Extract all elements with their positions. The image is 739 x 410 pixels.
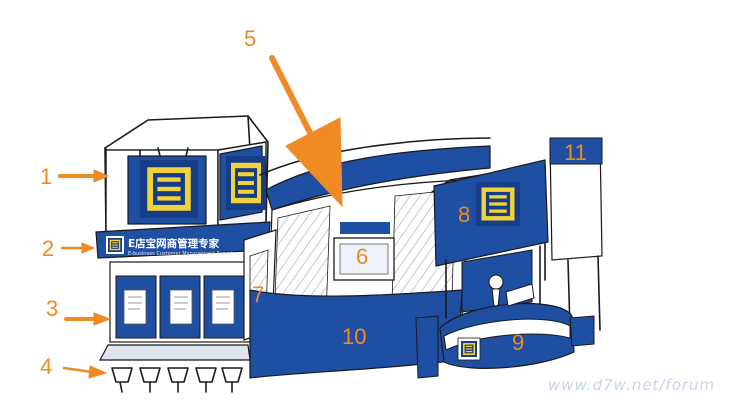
callout-6: 6 (356, 244, 368, 269)
banner-subtitle: E-business Customer Management Expert (128, 251, 233, 257)
logo-panel-side (219, 145, 266, 221)
stools (99, 344, 251, 393)
right-structure (415, 137, 603, 379)
brand-banner: E店宝网商管理专家 E-business Customer Management… (95, 221, 271, 259)
arrow-icon (285, 117, 343, 208)
arrow-icon (88, 365, 108, 379)
e-logo-icon (476, 182, 520, 226)
logo-panel-front (127, 155, 207, 225)
callout-2: 2 (42, 236, 54, 261)
callout-arrows (58, 55, 343, 379)
callout-10: 10 (342, 324, 366, 349)
callout-5: 5 (244, 26, 256, 51)
callout-11: 11 (564, 140, 587, 165)
arrow-icon (93, 169, 110, 183)
callout-9: 9 (512, 330, 524, 355)
callout-7: 7 (252, 282, 264, 307)
e-logo-icon (226, 156, 266, 210)
banner-title: E店宝网商管理专家 (128, 237, 220, 250)
reception-desk (439, 302, 575, 369)
curved-wall (243, 137, 491, 379)
arrow-icon (93, 312, 112, 326)
e-logo-icon (461, 341, 477, 357)
display-counter (109, 261, 251, 343)
callout-4: 4 (40, 354, 52, 379)
left-tower (104, 115, 269, 233)
callout-8: 8 (458, 202, 470, 227)
watermark: www.d7w.net/forum (548, 376, 715, 394)
e-logo-icon (108, 238, 122, 252)
callout-numbers: 1 2 3 4 5 6 7 8 9 10 11 (40, 26, 587, 379)
tv-screen (333, 222, 395, 281)
callout-1: 1 (40, 164, 52, 189)
arrow-icon (62, 366, 94, 374)
e-logo-icon (140, 160, 198, 218)
arrow-icon (81, 242, 96, 254)
callout-3: 3 (46, 296, 58, 321)
